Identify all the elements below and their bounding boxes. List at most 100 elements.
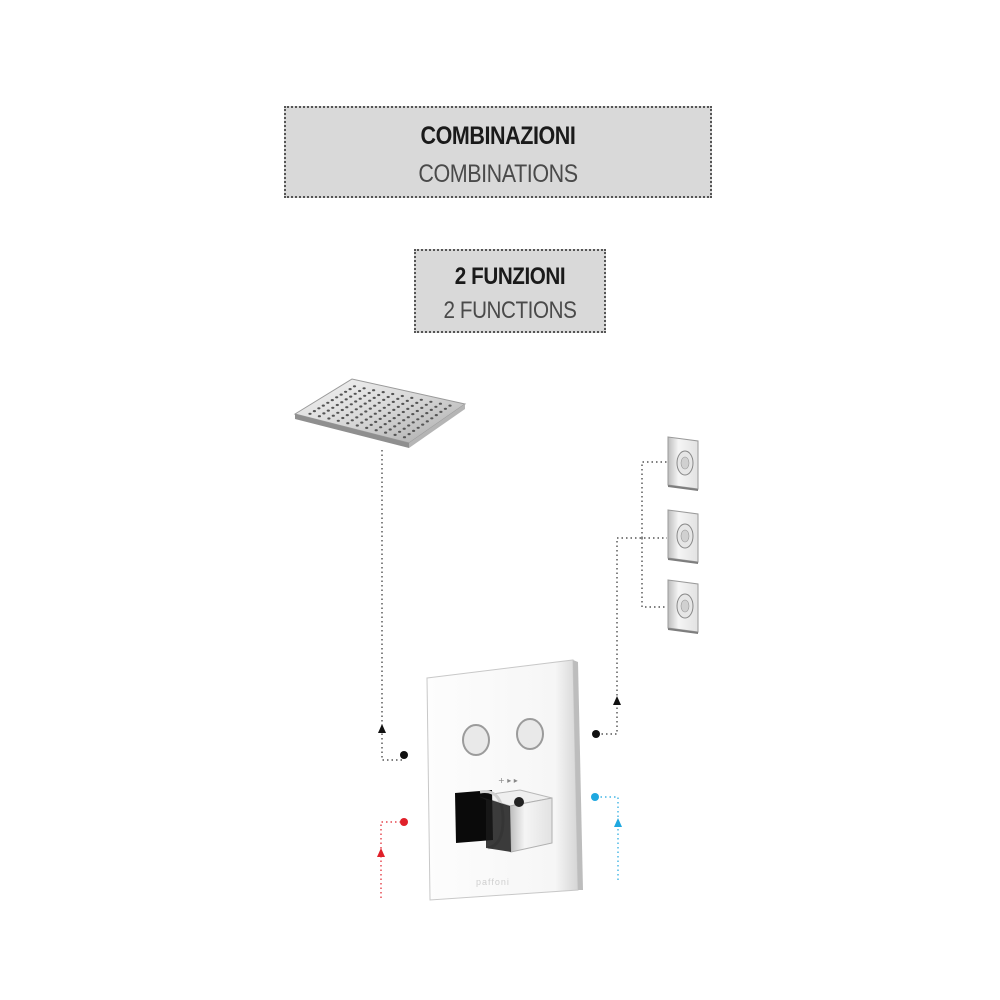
nozzle (317, 407, 321, 410)
nozzle (410, 396, 414, 399)
nozzle (388, 428, 392, 431)
nozzle (416, 426, 420, 429)
nozzle (411, 421, 415, 424)
nozzle (353, 392, 357, 395)
combinations-title-box: COMBINAZIONI COMBINATIONS (284, 106, 712, 198)
nozzle (322, 412, 326, 415)
nozzle (425, 412, 429, 415)
nozzle (405, 399, 409, 402)
nozzle (410, 404, 414, 407)
nozzle (421, 423, 425, 426)
nozzle (345, 414, 349, 417)
nozzle (360, 421, 364, 424)
nozzle (321, 404, 325, 407)
nozzle (448, 404, 452, 407)
nozzle (358, 397, 362, 400)
nozzle (443, 407, 447, 410)
nozzle (384, 431, 388, 434)
rain-shower-head-icon (293, 378, 467, 448)
nozzle (341, 416, 345, 420)
combinations-title-en: COMBINATIONS (418, 160, 578, 188)
nozzle (425, 420, 429, 423)
hot-water-inlet-line (380, 821, 404, 898)
jets-outlet-dot (592, 730, 600, 738)
nozzle (416, 418, 420, 421)
nozzle (372, 389, 376, 392)
nozzle (327, 417, 331, 420)
nozzle (378, 409, 382, 412)
nozzle (420, 415, 424, 418)
nozzle (373, 412, 377, 415)
nozzle (396, 397, 400, 400)
combinations-title-it: COMBINAZIONI (420, 122, 576, 150)
nozzle (381, 391, 385, 394)
nozzle (367, 391, 371, 395)
nozzle (429, 400, 433, 403)
nozzle (340, 408, 344, 412)
nozzle (344, 398, 348, 401)
shower-outlet-arrow-icon (378, 724, 386, 733)
functions-title-en: 2 FUNCTIONS (443, 297, 577, 324)
nozzle (364, 418, 368, 421)
nozzle (402, 419, 406, 422)
nozzle (339, 393, 343, 396)
body-jet-icon (667, 579, 699, 634)
jets-outlet-line (597, 461, 667, 735)
nozzle (365, 426, 369, 429)
nozzle (397, 422, 401, 425)
cold-water-arrow-icon (614, 818, 622, 827)
nozzle (397, 413, 401, 417)
nozzle (386, 395, 390, 399)
nozzle (349, 403, 353, 406)
nozzle (400, 394, 404, 398)
nozzle (401, 410, 405, 414)
jets-outlet-arrow-icon (613, 696, 621, 705)
body-jet-icon (667, 509, 699, 564)
nozzle (364, 410, 368, 413)
nozzle (350, 419, 354, 422)
nozzle (398, 430, 402, 433)
nozzle (308, 412, 312, 415)
cold-water-inlet-line (596, 796, 619, 880)
nozzle (348, 388, 352, 391)
nozzle (379, 426, 383, 429)
nozzle (362, 387, 366, 390)
shower-outlet-line (381, 450, 404, 761)
nozzle (358, 389, 362, 393)
nozzle (330, 399, 334, 402)
nozzle (429, 408, 433, 411)
nozzle (393, 425, 397, 428)
nozzle (415, 409, 419, 413)
nozzle (430, 417, 434, 420)
nozzle (363, 394, 367, 397)
nozzle (411, 413, 415, 416)
nozzle (419, 398, 423, 401)
nozzle (420, 406, 424, 409)
nozzle (369, 423, 373, 426)
nozzle (396, 405, 400, 408)
nozzle (383, 423, 387, 426)
nozzle (406, 407, 410, 410)
nozzle (331, 414, 335, 417)
nozzle (407, 424, 411, 427)
nozzle (368, 407, 372, 410)
hot-water-arrow-icon (377, 848, 385, 857)
nozzle (355, 424, 359, 427)
nozzle (317, 415, 321, 418)
nozzle (377, 401, 381, 404)
functions-title-it: 2 FUNZIONI (454, 263, 566, 290)
nozzle (401, 402, 405, 405)
nozzle (388, 420, 392, 423)
nozzle (391, 400, 395, 403)
nozzle (373, 404, 377, 407)
cold-water-dot (591, 793, 599, 801)
nozzle (363, 402, 367, 405)
nozzle (406, 416, 410, 419)
nozzle (439, 410, 443, 413)
nozzle (335, 396, 339, 399)
nozzle (374, 429, 378, 432)
nozzle (382, 406, 386, 409)
nozzle (350, 411, 354, 414)
nozzle (346, 422, 350, 425)
